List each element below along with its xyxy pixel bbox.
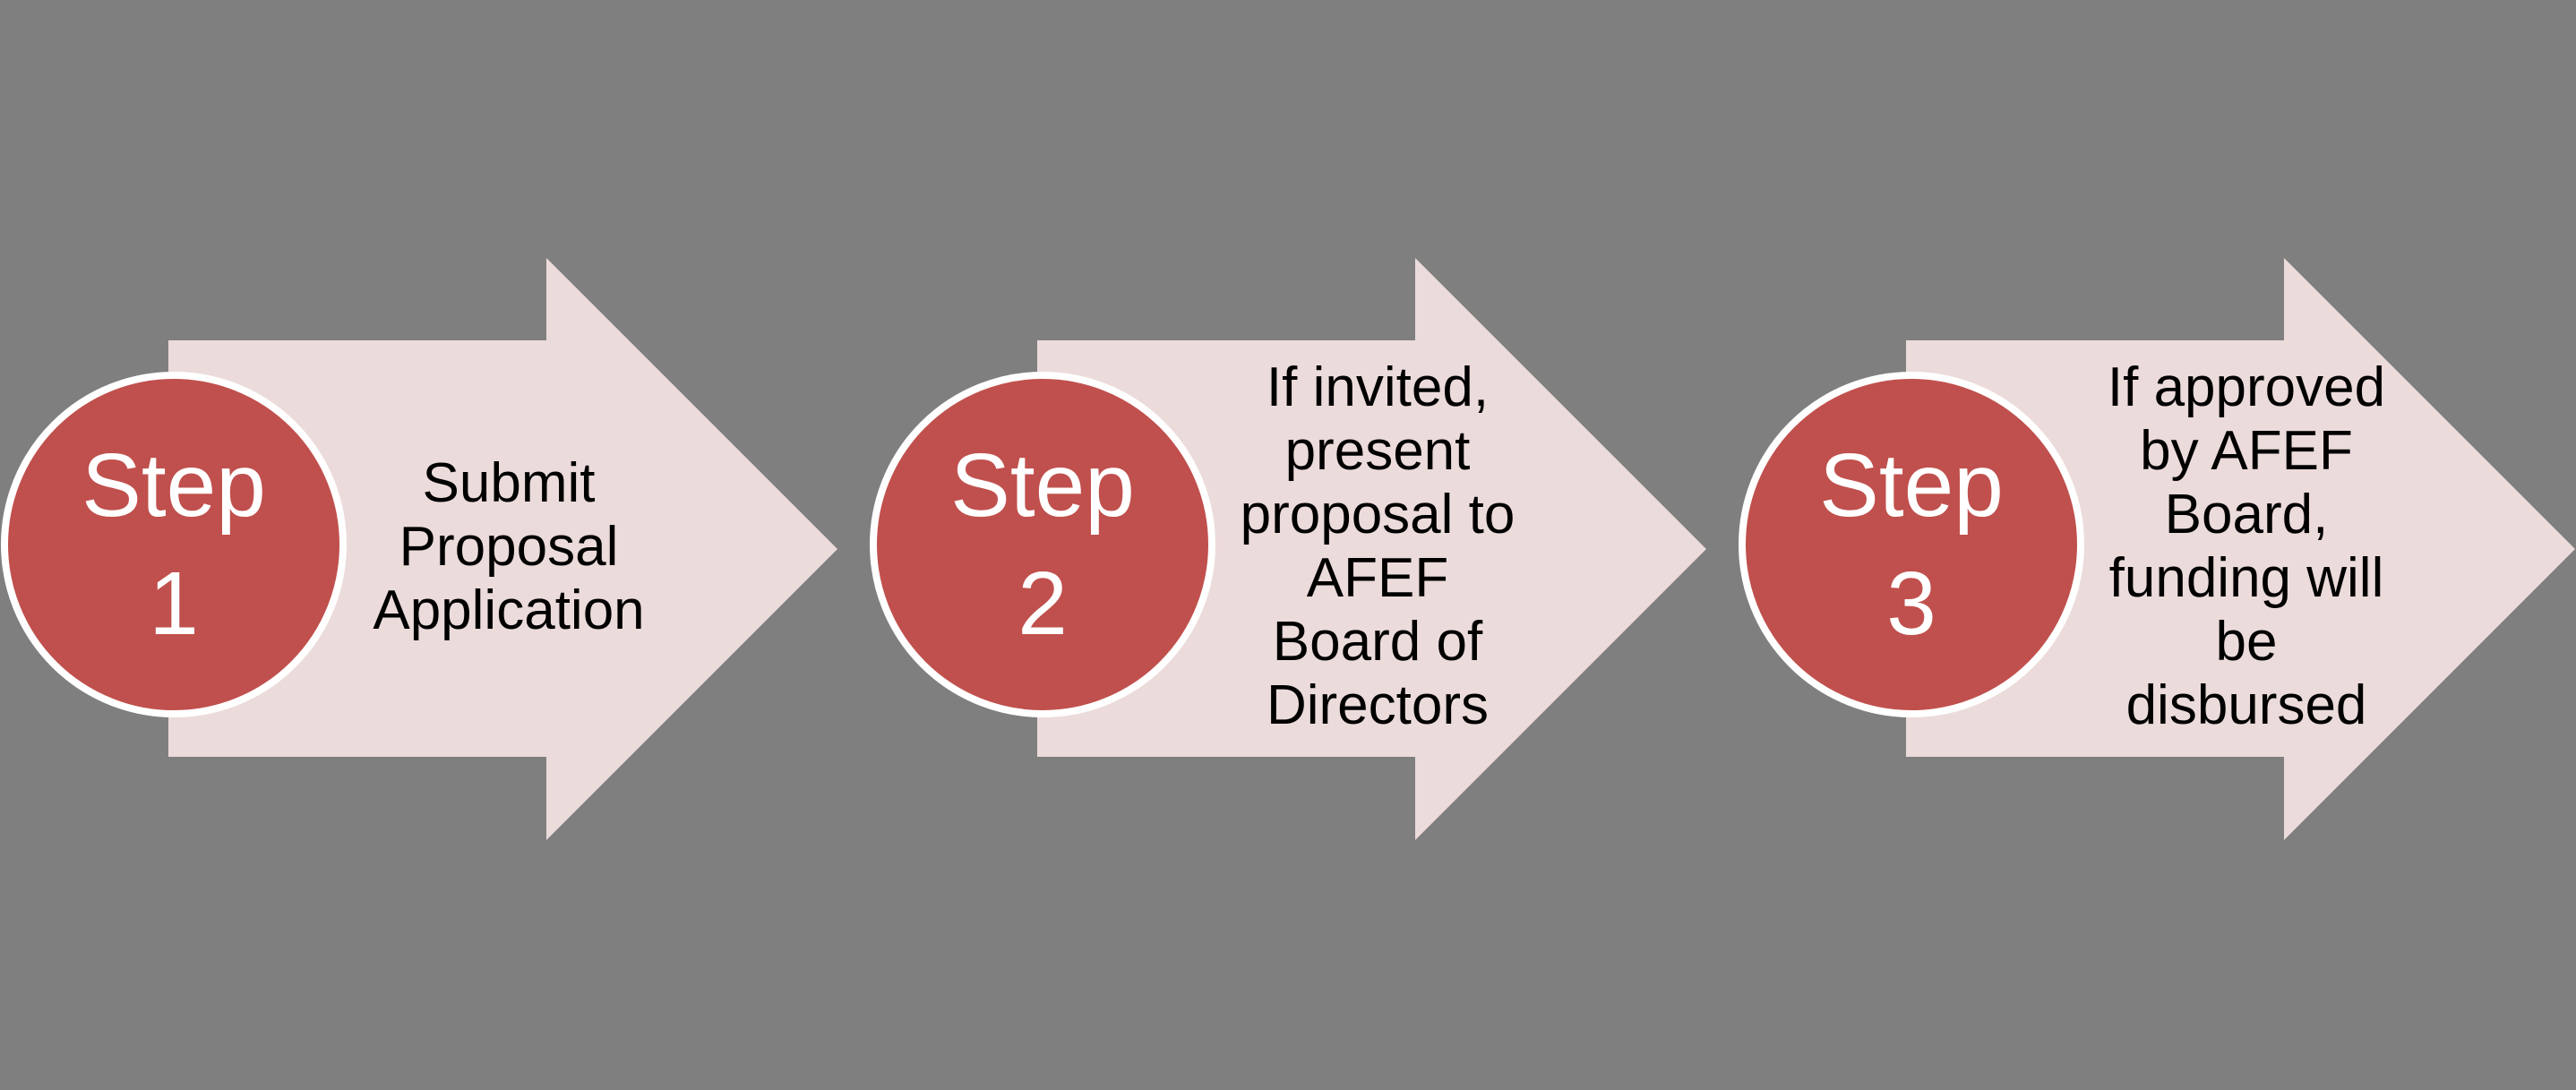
step-1-number: 1 bbox=[149, 554, 199, 654]
step-2-circle: Step 2 bbox=[870, 372, 1215, 717]
step-3-description: If approved by AFEF Board, funding will … bbox=[2107, 356, 2386, 736]
step-2-number: 2 bbox=[1018, 554, 1068, 654]
step-3-number: 3 bbox=[1886, 554, 1936, 654]
step-1-group: Submit Proposal Application Step 1 bbox=[0, 0, 869, 1090]
step-2-description: If invited, present proposal to AFEF Boa… bbox=[1240, 356, 1516, 736]
step-3-group: If approved by AFEF Board, funding will … bbox=[1738, 0, 2576, 1090]
step-1-circle: Step 1 bbox=[1, 372, 347, 717]
step-2-label: Step bbox=[950, 435, 1135, 536]
step-1-label: Step bbox=[82, 435, 266, 536]
step-2-group: If invited, present proposal to AFEF Boa… bbox=[869, 0, 1738, 1090]
step-1-description: Submit Proposal Application bbox=[373, 451, 645, 641]
step-3-circle: Step 3 bbox=[1739, 372, 2084, 717]
step-3-label: Step bbox=[1819, 435, 2004, 536]
